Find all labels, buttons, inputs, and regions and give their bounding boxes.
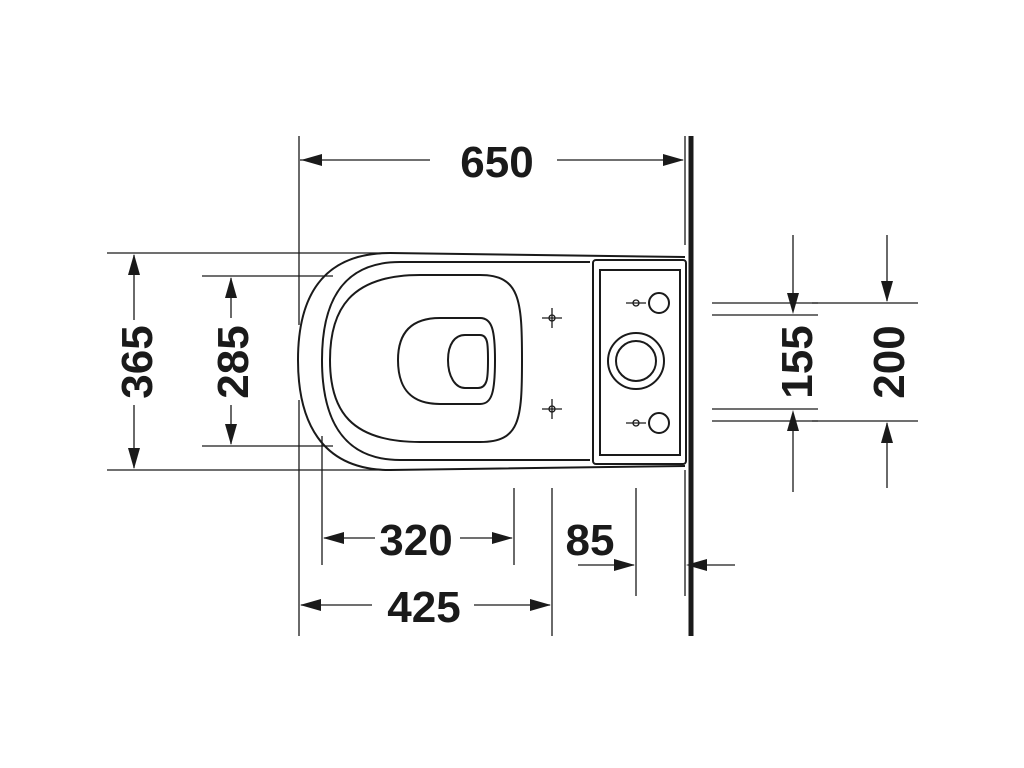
seat-fixing-point-bottom: [542, 399, 562, 419]
flush-valve: [607, 332, 665, 390]
bowl-inner: [446, 334, 489, 389]
dim-365-label: 365: [113, 325, 162, 398]
toilet-seat: [328, 274, 524, 443]
cistern-outline: [592, 259, 687, 465]
dim-650-label: 650: [460, 138, 533, 187]
dim-85-label: 85: [566, 516, 615, 565]
toilet-inner-rim: [320, 261, 590, 461]
cistern-inner: [599, 269, 681, 456]
dim-200-label: 200: [865, 325, 914, 398]
cistern-fixing-hole-top: [626, 292, 670, 314]
dim-285-label: 285: [209, 325, 258, 398]
bowl-opening: [396, 317, 497, 405]
cistern-fixing-hole-bottom: [626, 412, 670, 434]
dim-155-label: 155: [773, 325, 822, 398]
seat-fixing-point-top: [542, 308, 562, 328]
dim-320-label: 320: [379, 516, 452, 565]
toilet-outer-outline: [296, 251, 686, 472]
dim-425-label: 425: [387, 583, 460, 632]
